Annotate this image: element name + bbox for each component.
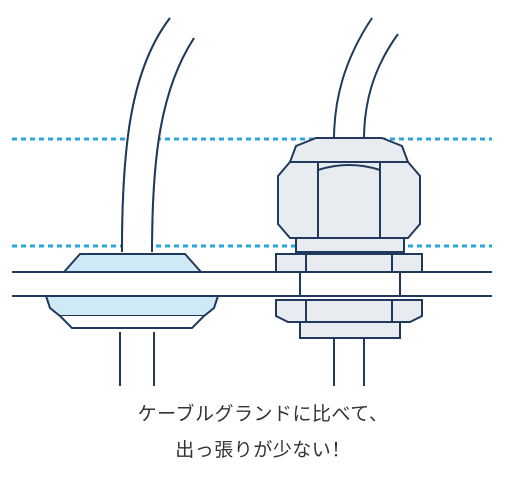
gland-thread [299, 271, 401, 297]
gland-hex-nut [277, 161, 421, 239]
caption-line-2: 出っ張りが少ない！ [175, 439, 351, 461]
cable-gland [275, 17, 423, 386]
gland-lock-nut [275, 253, 423, 273]
grommet-body [44, 295, 220, 317]
gland-bottom-nut [275, 299, 423, 323]
caption-line-1: ケーブルグランドに比べて、 [137, 403, 389, 425]
gland-neck [295, 237, 405, 253]
flush-grommet [44, 17, 220, 386]
right-cable-upper [334, 18, 398, 140]
right-cable-lower [333, 338, 365, 386]
mounting-panel [12, 271, 492, 297]
grommet-top-lip [61, 253, 204, 273]
gland-dome-cap [288, 137, 410, 163]
left-cable-lower [119, 332, 155, 386]
